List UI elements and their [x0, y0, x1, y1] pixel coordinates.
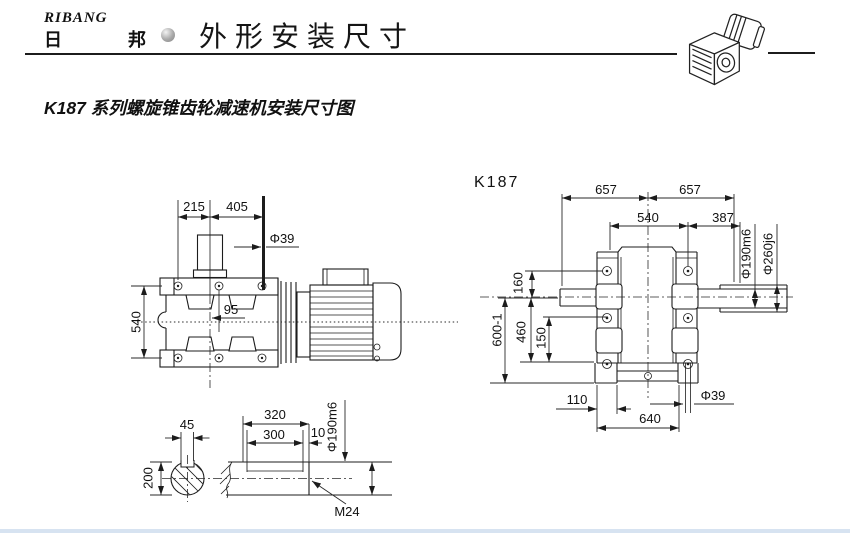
shaft-detail-drawing: 45 200 320 300 10 Φ190m6 M24: [140, 400, 392, 519]
header-rule: [25, 53, 677, 55]
dim-dia39-front: Φ39: [701, 388, 726, 403]
front-view-drawing: K187: [474, 174, 793, 432]
dim-m24: M24: [334, 504, 359, 519]
dim-150: 150: [533, 327, 548, 349]
logo-ribang: RIBANG: [44, 10, 108, 26]
dim-300: 300: [263, 427, 285, 442]
logo-cjk: 日 邦: [44, 30, 170, 50]
bottom-strip: [0, 529, 850, 533]
dim-200: 200: [140, 467, 155, 489]
dim-600: 600-1: [489, 313, 504, 346]
dim-540-side: 540: [128, 311, 143, 333]
motor-fins: [310, 290, 373, 357]
dim-657-left: 657: [595, 182, 617, 197]
dim-dia190-shaft: Φ190m6: [324, 402, 339, 452]
dim-640: 640: [639, 411, 661, 426]
header-rule-right: [768, 52, 815, 54]
dim-110: 110: [567, 392, 588, 407]
dim-405: 405: [226, 199, 248, 214]
side-view-drawing: 215 405 Φ39 540 95: [128, 196, 458, 388]
dim-460: 460: [513, 321, 528, 343]
dim-dia260: Φ260j6: [760, 233, 775, 275]
dim-dia190-front: Φ190m6: [738, 229, 753, 279]
dim-10: 10: [311, 425, 325, 440]
page-title: 外形安装尺寸: [199, 21, 416, 52]
front-view-label: K187: [474, 174, 519, 191]
dim-320: 320: [264, 407, 286, 422]
dim-45: 45: [180, 417, 194, 432]
dim-387: 387: [712, 210, 734, 225]
gearmotor-isometric-icon: [688, 13, 765, 86]
sphere-bullet-icon: [161, 28, 175, 42]
dim-160: 160: [510, 272, 525, 294]
dim-215: 215: [183, 199, 205, 214]
dim-657-right: 657: [679, 182, 701, 197]
dim-dia39-side: Φ39: [270, 231, 295, 246]
dim-95: 95: [224, 302, 238, 317]
subtitle: K187 系列螺旋锥齿轮减速机安装尺寸图: [44, 98, 354, 118]
